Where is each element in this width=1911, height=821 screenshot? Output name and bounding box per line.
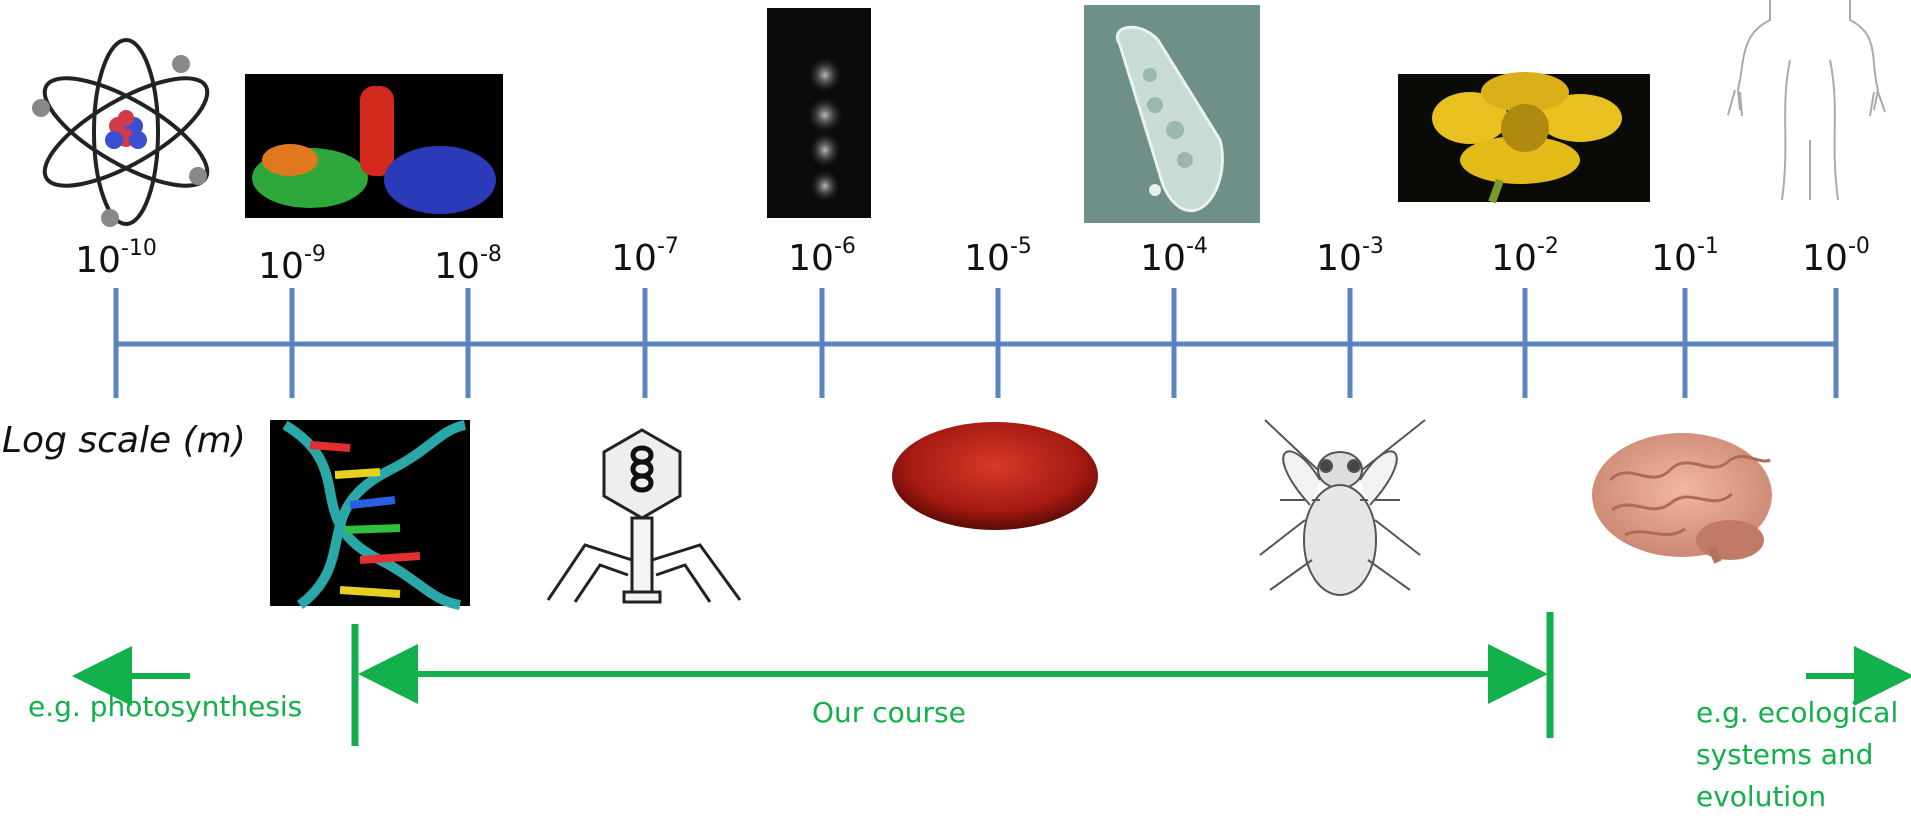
tick-label-exponent: -3 [1362,234,1384,259]
tick-label-base: 10 [611,238,657,279]
right-range-label-line-3: evolution [1696,776,1898,818]
bacteriophage-icon [548,430,740,602]
right-range-label: e.g. ecological systems and evolution [1696,692,1898,818]
tick-label-exponent: -4 [1186,234,1208,259]
atom-icon [30,40,221,227]
tick-label-base: 10 [1491,238,1537,279]
tick-label-base: 10 [964,238,1010,279]
tick-label-exponent: -5 [1010,234,1032,259]
red-blood-cell-image [892,422,1098,530]
tick-label: 10-9 [258,246,326,287]
protein-image [245,74,503,218]
left-range-label: e.g. photosynthesis [28,686,302,728]
course-range-label: Our course [812,692,966,734]
dna-helix-image [270,420,470,606]
fruit-fly-icon [1260,420,1425,595]
tick-label-base: 10 [258,246,304,287]
tick-label-base: 10 [434,246,480,287]
buttercup-flower-image [1398,72,1650,202]
brain-image [1592,433,1772,562]
tick-label: 10-7 [611,238,679,279]
tick-label: 10-0 [1802,238,1870,279]
tick-label-exponent: -10 [121,236,157,261]
tick-label-base: 10 [1140,238,1186,279]
tick-label: 10-1 [1651,238,1719,279]
right-range-label-line-1: e.g. ecological [1696,692,1898,734]
tick-label: 10-5 [964,238,1032,279]
tick-label-exponent: -6 [834,234,856,259]
tick-label: 10-10 [75,240,157,281]
range-indicators [96,612,1890,746]
tick-label-base: 10 [1316,238,1362,279]
right-range-label-line-2: systems and [1696,734,1898,776]
tick-label-base: 10 [788,238,834,279]
tick-label: 10-8 [434,246,502,287]
tick-label-exponent: -9 [304,242,326,267]
tick-label-base: 10 [1802,238,1848,279]
tick-label-exponent: -0 [1848,234,1870,259]
scale-axis [116,288,1836,398]
tick-label-base: 10 [1651,238,1697,279]
human-outline-image [1728,0,1885,200]
tick-label-exponent: -8 [480,242,502,267]
tick-label: 10-2 [1491,238,1559,279]
tick-label: 10-6 [788,238,856,279]
amoeba-image [1084,5,1260,223]
tick-label: 10-3 [1316,238,1384,279]
tick-label-exponent: -7 [657,234,679,259]
tick-label-exponent: -1 [1697,234,1719,259]
tick-label-exponent: -2 [1537,234,1559,259]
tick-label: 10-4 [1140,238,1208,279]
axis-title: Log scale (m) [2,420,246,461]
tick-label-base: 10 [75,240,121,281]
microscopy-spots-image [767,8,871,218]
